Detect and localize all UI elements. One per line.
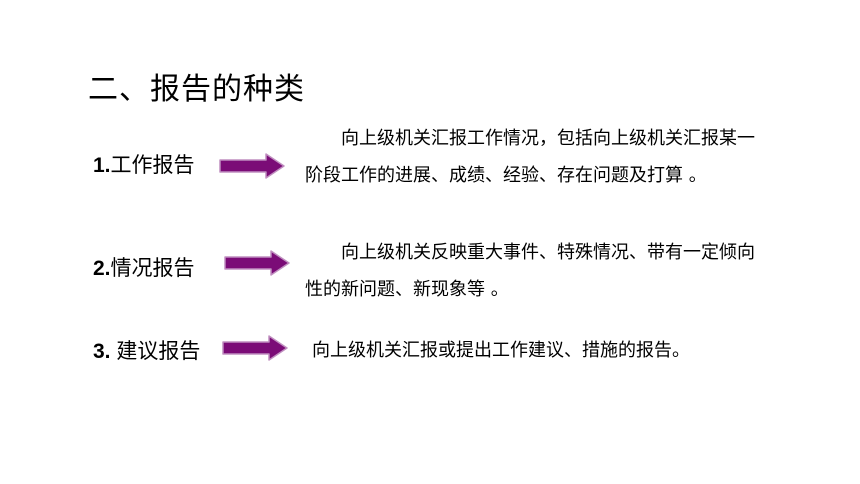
item-number: 2.: [93, 257, 111, 280]
right-arrow-icon: [224, 250, 290, 276]
report-type-description-work: 向上级机关汇报工作情况，包括向上级机关汇报某一阶段工作的进展、成绩、经验、存在问…: [305, 128, 755, 186]
item-label: 工作报告: [110, 153, 195, 177]
right-arrow-icon: [219, 153, 285, 179]
report-type-label-suggestion: 3. 建议报告: [93, 337, 200, 366]
item-number: 3.: [93, 340, 117, 363]
report-type-label-situation: 2.情况报告: [93, 254, 195, 283]
item-label: 建议报告: [116, 339, 201, 363]
report-type-description-situation: 向上级机关反映重大事件、特殊情况、带有一定倾向性的新问题、新现象等 。: [305, 242, 755, 300]
right-arrow-icon: [222, 335, 288, 361]
slide-title: 二、报告的种类: [88, 72, 305, 107]
report-type-label-work: 1.工作报告: [93, 151, 195, 180]
report-type-description-suggestion: 向上级机关汇报或提出工作建议、措施的报告。: [312, 340, 690, 361]
item-number: 1.: [93, 154, 111, 177]
item-label: 情况报告: [110, 256, 195, 280]
